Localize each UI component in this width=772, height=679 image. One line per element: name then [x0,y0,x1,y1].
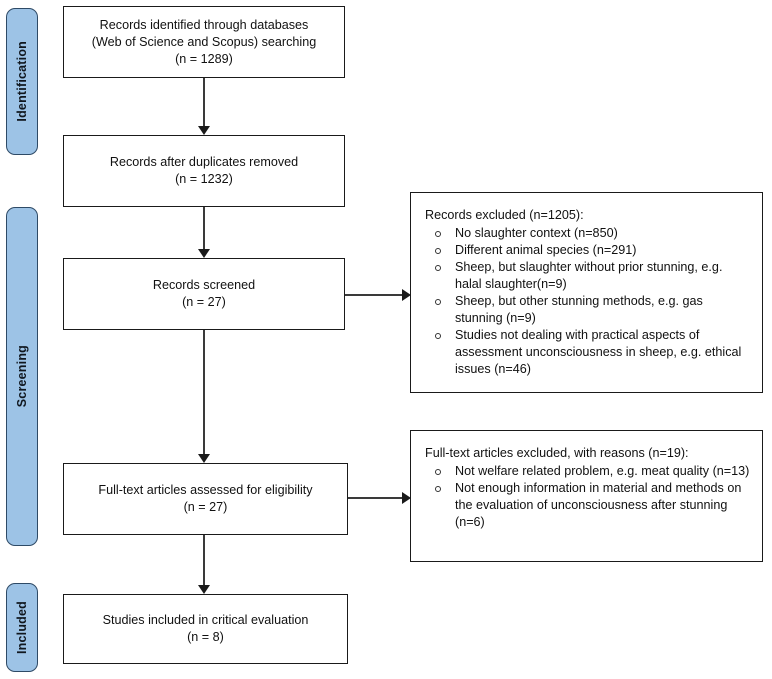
stage-bar-included: Included [6,583,38,672]
connector-arrow-fulltext-to-excluded [402,492,411,504]
circle-bullet-icon [435,298,441,305]
flow-box-full-text-assessed: Full-text articles assessed for eligibil… [63,463,348,535]
flow-box-full-text-assessed-text: Full-text articles assessed for eligibil… [98,483,313,514]
stage-label-identification: Identification [15,41,29,122]
exclusion-reason-list-full-text: Not welfare related problem, e.g. meat q… [425,463,750,531]
exclusion-reason-text: Not enough information in material and m… [455,481,742,529]
exclusion-box-records-excluded: Records excluded (n=1205): No slaughter … [410,192,763,393]
connector-arrow-duplicates-to-screened [198,249,210,258]
exclusion-box-full-text-excluded: Full-text articles excluded, with reason… [410,430,763,562]
stage-label-screening: Screening [15,345,29,408]
stage-bar-screening: Screening [6,207,38,546]
circle-bullet-icon [435,230,441,237]
stage-bar-identification: Identification [6,8,38,155]
connector-line-duplicates-to-screened [203,207,205,249]
flow-box-records-identified: Records identified through databases (We… [63,6,345,78]
flow-box-records-after-duplicates-text: Records after duplicates removed (n = 12… [109,155,299,186]
connector-line-fulltext-to-included [203,535,205,585]
exclusion-reason-text: Sheep, but slaughter without prior stunn… [455,260,723,291]
flow-box-records-after-duplicates: Records after duplicates removed (n = 12… [63,135,345,207]
exclusion-reason-text: Studies not dealing with practical aspec… [455,328,742,376]
flow-box-records-identified-text: Records identified through databases (We… [91,17,317,66]
stage-label-included: Included [15,601,29,654]
exclusion-reason-text: Different animal species (n=291) [455,243,637,257]
exclusion-reason-item: Not welfare related problem, e.g. meat q… [425,463,750,480]
circle-bullet-icon [435,264,441,271]
connector-line-fulltext-to-excluded [348,497,402,499]
connector-arrow-screened-to-excluded [402,289,411,301]
exclusion-reason-item: Different animal species (n=291) [425,242,750,259]
flow-box-studies-included-text: Studies included in critical evaluation … [102,613,309,644]
connector-line-screened-to-excluded [345,294,402,296]
exclusion-reason-text: No slaughter context (n=850) [455,226,618,240]
exclusion-reason-text: Not welfare related problem, e.g. meat q… [455,464,750,478]
exclusion-box-records-excluded-title: Records excluded (n=1205): [425,208,584,222]
exclusion-reason-item: No slaughter context (n=850) [425,225,750,242]
exclusion-reason-item: Not enough information in material and m… [425,480,750,531]
connector-arrow-screened-to-fulltext [198,454,210,463]
circle-bullet-icon [435,332,441,339]
connector-arrow-fulltext-to-included [198,585,210,594]
exclusion-reason-item: Sheep, but slaughter without prior stunn… [425,259,750,293]
circle-bullet-icon [435,485,441,492]
connector-arrow-identified-to-duplicates [198,126,210,135]
flow-box-studies-included: Studies included in critical evaluation … [63,594,348,664]
connector-line-screened-to-fulltext [203,330,205,454]
flow-box-records-screened: Records screened (n = 27) [63,258,345,330]
exclusion-reason-text: Sheep, but other stunning methods, e.g. … [455,294,703,325]
exclusion-box-full-text-excluded-title: Full-text articles excluded, with reason… [425,446,689,460]
circle-bullet-icon [435,468,441,475]
connector-line-identified-to-duplicates [203,78,205,126]
flow-box-records-screened-text: Records screened (n = 27) [152,278,256,309]
exclusion-reason-item: Sheep, but other stunning methods, e.g. … [425,293,750,327]
exclusion-reason-list-records: No slaughter context (n=850) Different a… [425,225,750,378]
circle-bullet-icon [435,247,441,254]
exclusion-reason-item: Studies not dealing with practical aspec… [425,327,750,378]
